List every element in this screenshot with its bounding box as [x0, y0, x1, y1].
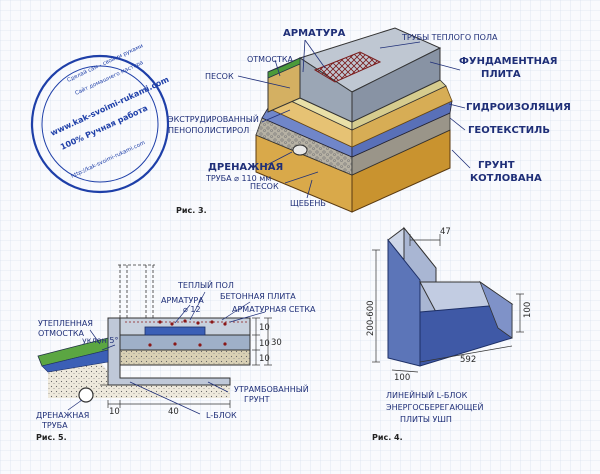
fig5-label-blind-area-1: УТЕПЛЕННАЯ	[38, 319, 93, 328]
fig5-dim-10b: 10	[259, 339, 270, 349]
fig3-label-gravel: ЩЕБЕНЬ	[290, 199, 326, 208]
fig3-label-slab-2: ПЛИТА	[481, 69, 521, 80]
fig5-dim-30: 30	[271, 338, 282, 348]
fig4-label-3: ПЛИТЫ УШП	[400, 415, 452, 424]
fig5-label-warm-floor: ТЕПЛЫЙ ПОЛ	[177, 279, 234, 290]
fig4-dim-100-right: 100	[523, 302, 533, 318]
fig5-label-compacted-2: ГРУНТ	[244, 395, 270, 404]
fig3-drain-pipe	[292, 144, 308, 156]
fig5-dim-10a: 10	[259, 323, 270, 333]
fig3-label-rebar: АРМАТУРА	[283, 28, 346, 39]
fig5-label-rebar-diam: ⌀ 12	[183, 305, 201, 314]
fig3-label-ground-2: КОТЛОВАНА	[470, 173, 542, 184]
fig3-label-xps-1: ЭКСТРУДИРОВАННЫЙ	[168, 113, 259, 124]
fig4-dim-592: 592	[460, 355, 476, 365]
fig4-dim-200-600: 200-600	[366, 300, 376, 336]
fig5-insulation-inner	[144, 326, 206, 336]
fig4-l-block: 47 200-600 100 592 100 ЛИНЕЙНЫЙ L-БЛОК Э…	[366, 226, 533, 442]
fig3-label-geotextile: ГЕОТЕКСТИЛЬ	[468, 125, 550, 136]
fig5-rebar-dots	[148, 319, 227, 347]
fig3-label-ground-1: ГРУНТ	[478, 160, 515, 171]
fig3-isometric-slab: АРМАТУРА ОТМОСТКА ПЕСОК ТРУБЫ ТЕПЛОГО ПО…	[168, 27, 571, 215]
fig4-dim-100-bottom: 100	[394, 373, 410, 383]
fig5-drain-pipe	[78, 387, 94, 403]
fig5-slab-mid	[119, 334, 251, 351]
fig3-blind-area	[267, 57, 301, 79]
fig5-label-slope: уклон 5°	[82, 336, 118, 345]
fig5-dim-40: 40	[168, 407, 179, 417]
fig4-label-1: ЛИНЕЙНЫЙ L-БЛОК	[386, 389, 468, 400]
fig5-l-block	[107, 317, 231, 386]
fig3-label-floor-pipes: ТРУБЫ ТЕПЛОГО ПОЛА	[401, 33, 498, 42]
fig4-caption: Рис. 4.	[372, 433, 403, 442]
fig3-label-drain-2: ТРУБА ⌀ 110 мм	[205, 174, 271, 183]
fig5-caption: Рис. 5.	[36, 433, 67, 442]
fig4-label-2: ЭНЕРГОСБЕРЕГАЮЩЕЙ	[386, 401, 483, 412]
fig3-label-blind-area: ОТМОСТКА	[247, 55, 294, 64]
fig3-label-sand-bottom: ПЕСОК	[250, 182, 279, 191]
fig3-label-sand-top: ПЕСОК	[205, 72, 234, 81]
fig5-label-l-block: L-БЛОК	[206, 411, 237, 420]
fig3-caption: Рис. 3.	[176, 206, 207, 215]
fig5-label-rebar: АРМАТУРА	[161, 296, 204, 305]
fig3-label-xps-2: ПЕНОПОЛИСТИРОЛ	[168, 126, 249, 135]
fig5-label-drain-1: ДРЕНАЖНАЯ	[36, 411, 89, 420]
fig5-dim-10-bottom: 10	[109, 407, 120, 417]
fig3-label-slab-1: ФУНДАМЕНТНАЯ	[459, 56, 557, 67]
fig4-dim-47: 47	[440, 227, 451, 237]
fig5-label-concrete-slab: БЕТОННАЯ ПЛИТА	[220, 292, 296, 301]
fig5-label-rebar-mesh: АРМАТУРНАЯ СЕТКА	[232, 305, 316, 314]
fig5-label-compacted-1: УТРАМБОВАННЫЙ	[234, 383, 309, 394]
fig3-label-drain-1: ДРЕНАЖНАЯ	[208, 162, 283, 173]
fig3-slab-side	[351, 47, 441, 123]
fig5-label-drain-2: ТРУБА	[41, 421, 68, 430]
fig5-label-blind-area-2: ОТМОСТКА	[38, 329, 85, 338]
fig3-rebar-mesh	[313, 51, 382, 83]
fig5-dim-10c: 10	[259, 354, 270, 364]
fig3-label-waterproofing: ГИДРОИЗОЛЯЦИЯ	[466, 102, 571, 113]
fig5-section: 10 10 10 30 10 40 ТЕПЛЫЙ ПОЛ БЕТОННАЯ ПЛ…	[36, 264, 316, 442]
